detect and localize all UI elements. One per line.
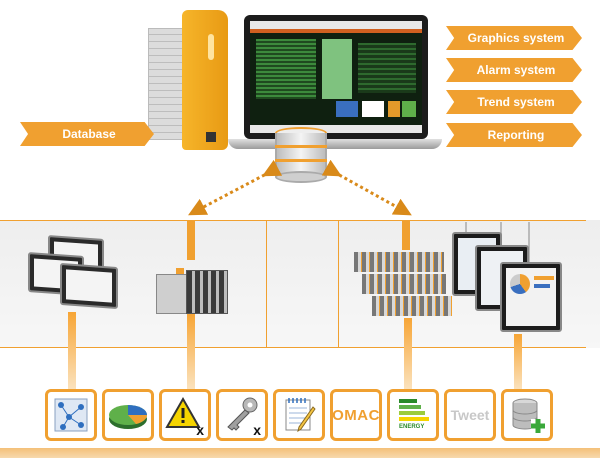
pie-chart-icon — [109, 405, 147, 429]
network-diagram-icon — [54, 398, 88, 432]
energy-label-icon: ENERGY — [393, 395, 433, 435]
database-add-icon — [512, 398, 545, 433]
key-tile: x — [216, 389, 268, 441]
scada-screen — [250, 21, 422, 133]
graphics-system-banner: Graphics system — [446, 26, 582, 50]
warning-tile: x — [159, 389, 211, 441]
field-top-line — [0, 220, 586, 221]
key-x-mark: x — [253, 422, 261, 438]
link-bar-3 — [404, 318, 412, 390]
energy-label-text: ENERGY — [399, 424, 425, 430]
bottom-band — [0, 448, 600, 458]
key-icon — [227, 397, 258, 431]
omac-logo: OMAC — [332, 406, 380, 424]
link-bar-2 — [187, 314, 195, 390]
database-banner-label: Database — [62, 127, 116, 141]
network-diagram-tile — [45, 389, 97, 441]
warning-x-mark: x — [196, 422, 204, 438]
omac-tile: OMAC — [330, 389, 382, 441]
database-icon — [275, 127, 327, 183]
link-bar-1 — [68, 312, 76, 390]
notepad-icon — [285, 398, 316, 433]
alarm-system-banner: Alarm system — [446, 58, 582, 82]
plc-controller — [156, 268, 228, 314]
trend-system-banner: Trend system — [446, 90, 582, 114]
tweet-tile: Tweet — [444, 389, 496, 441]
arrow-right — [321, 159, 412, 216]
connector-plc — [187, 220, 195, 260]
field-divider-2 — [338, 220, 339, 348]
field-bottom-line — [0, 347, 586, 348]
field-divider-1 — [266, 220, 267, 348]
energy-label-tile: ENERGY — [387, 389, 439, 441]
warning-icon — [165, 396, 201, 428]
arrow-left — [188, 159, 283, 216]
pie-chart-tile — [102, 389, 154, 441]
trend-system-label: Trend system — [477, 95, 555, 109]
laptop-scada — [228, 15, 442, 155]
notepad-tile — [273, 389, 325, 441]
database-banner: Database — [20, 122, 154, 146]
database-add-tile — [501, 389, 553, 441]
graphics-system-label: Graphics system — [467, 31, 565, 45]
reporting-banner: Reporting — [446, 123, 582, 147]
tweet-icon: Tweet — [450, 407, 490, 423]
connector-io — [402, 220, 410, 250]
reporting-label: Reporting — [487, 128, 545, 142]
alarm-system-label: Alarm system — [476, 63, 556, 77]
link-bar-4 — [514, 334, 522, 390]
industrial-pc — [148, 10, 230, 150]
